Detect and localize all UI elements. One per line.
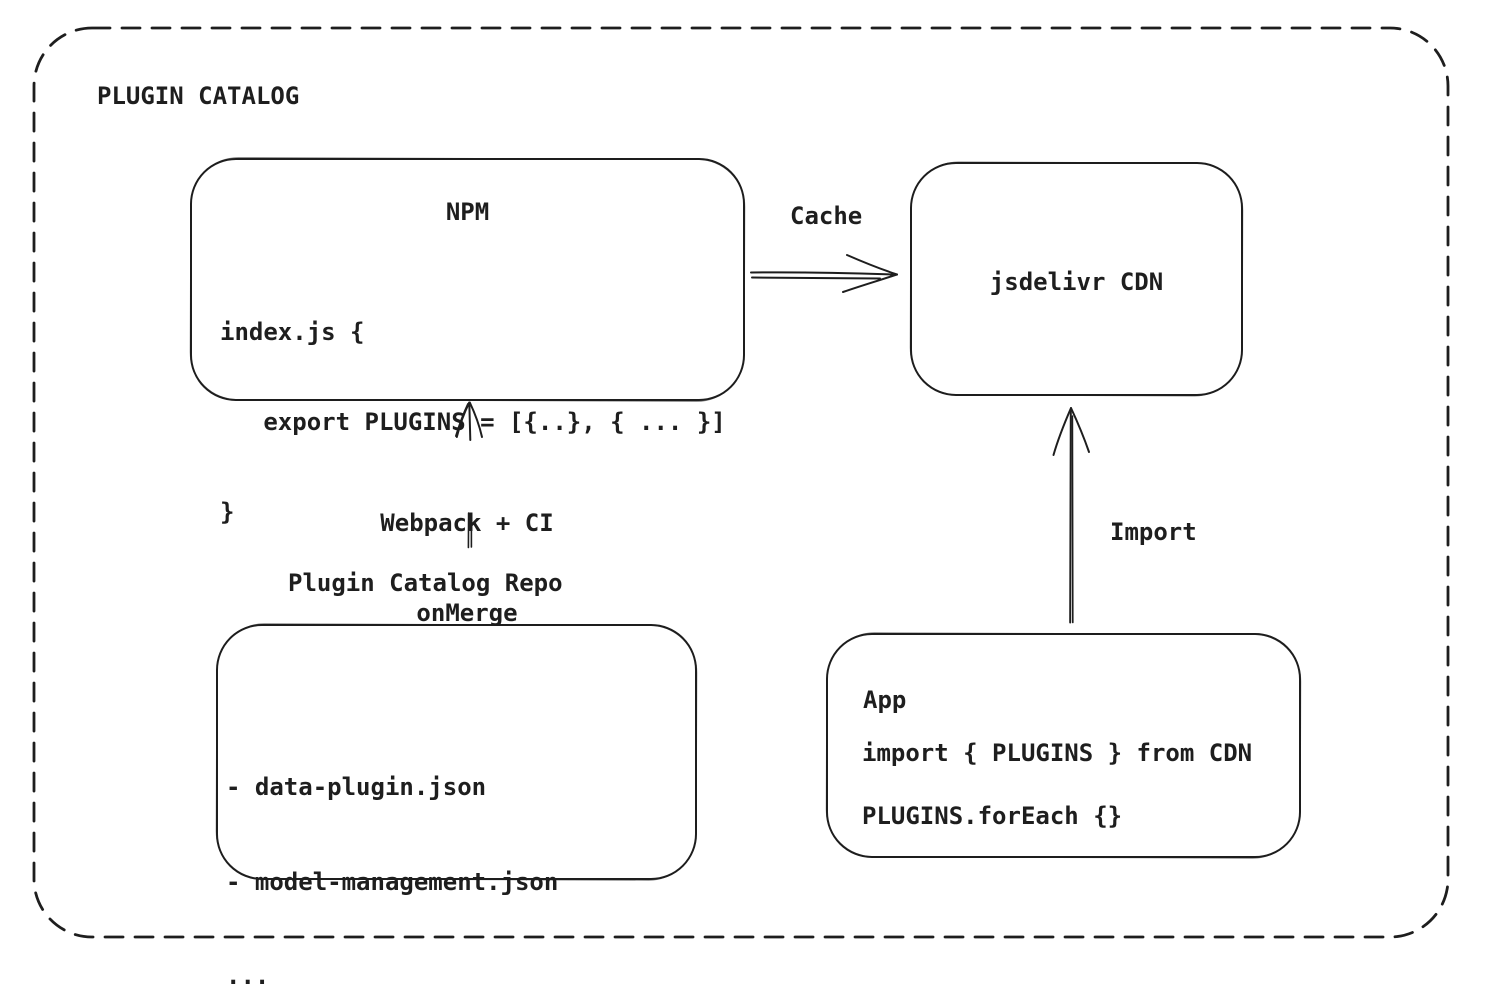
app-code-line: import { PLUGINS } from CDN [862,739,1253,767]
repo-file-item: ... [226,962,270,990]
repo-node: - data-plugin.json - model-management.js… [216,624,697,990]
cdn-node-title: jsdelivr CDN [989,268,1164,296]
repo-node-label: Plugin Catalog Repo [288,569,563,597]
catalog-boundary-dashed-border [32,26,1450,939]
import-edge-label: Import [1110,518,1197,546]
app-code-line: PLUGINS.forEach {} [862,802,1123,830]
cache-edge-label: Cache [790,202,863,230]
repo-file-list: - data-plugin.json - model-management.js… [226,709,558,1002]
npm-node-title: NPM [445,198,490,226]
npm-code-block: index.js { export PLUGINS = [{..}, { ...… [220,257,726,587]
repo-file-item: - model-management.json [226,867,559,896]
npm-node: NPM index.js { export PLUGINS = [{..}, {… [190,158,745,526]
build-edge-label-line1: Webpack + CI [380,509,554,537]
diagram-title: PLUGIN CATALOG [97,82,300,110]
cdn-node: jsdelivr CDN [910,162,1243,396]
code-line: } [220,498,235,526]
app-node: App import { PLUGINS } from CDN PLUGINS.… [826,633,1301,858]
build-edge-label-line2: onMerge [416,599,518,627]
app-node-title: App [863,686,907,714]
code-line: index.js { [220,318,365,346]
import-arrow [1052,407,1090,624]
cache-arrow [750,254,898,293]
build-arrow [455,401,483,549]
build-edge-label: Webpack + CI onMerge [332,448,602,688]
repo-file-item: - data-plugin.json [226,773,487,801]
code-line: export PLUGINS = [{..}, { ... }] [220,408,726,436]
